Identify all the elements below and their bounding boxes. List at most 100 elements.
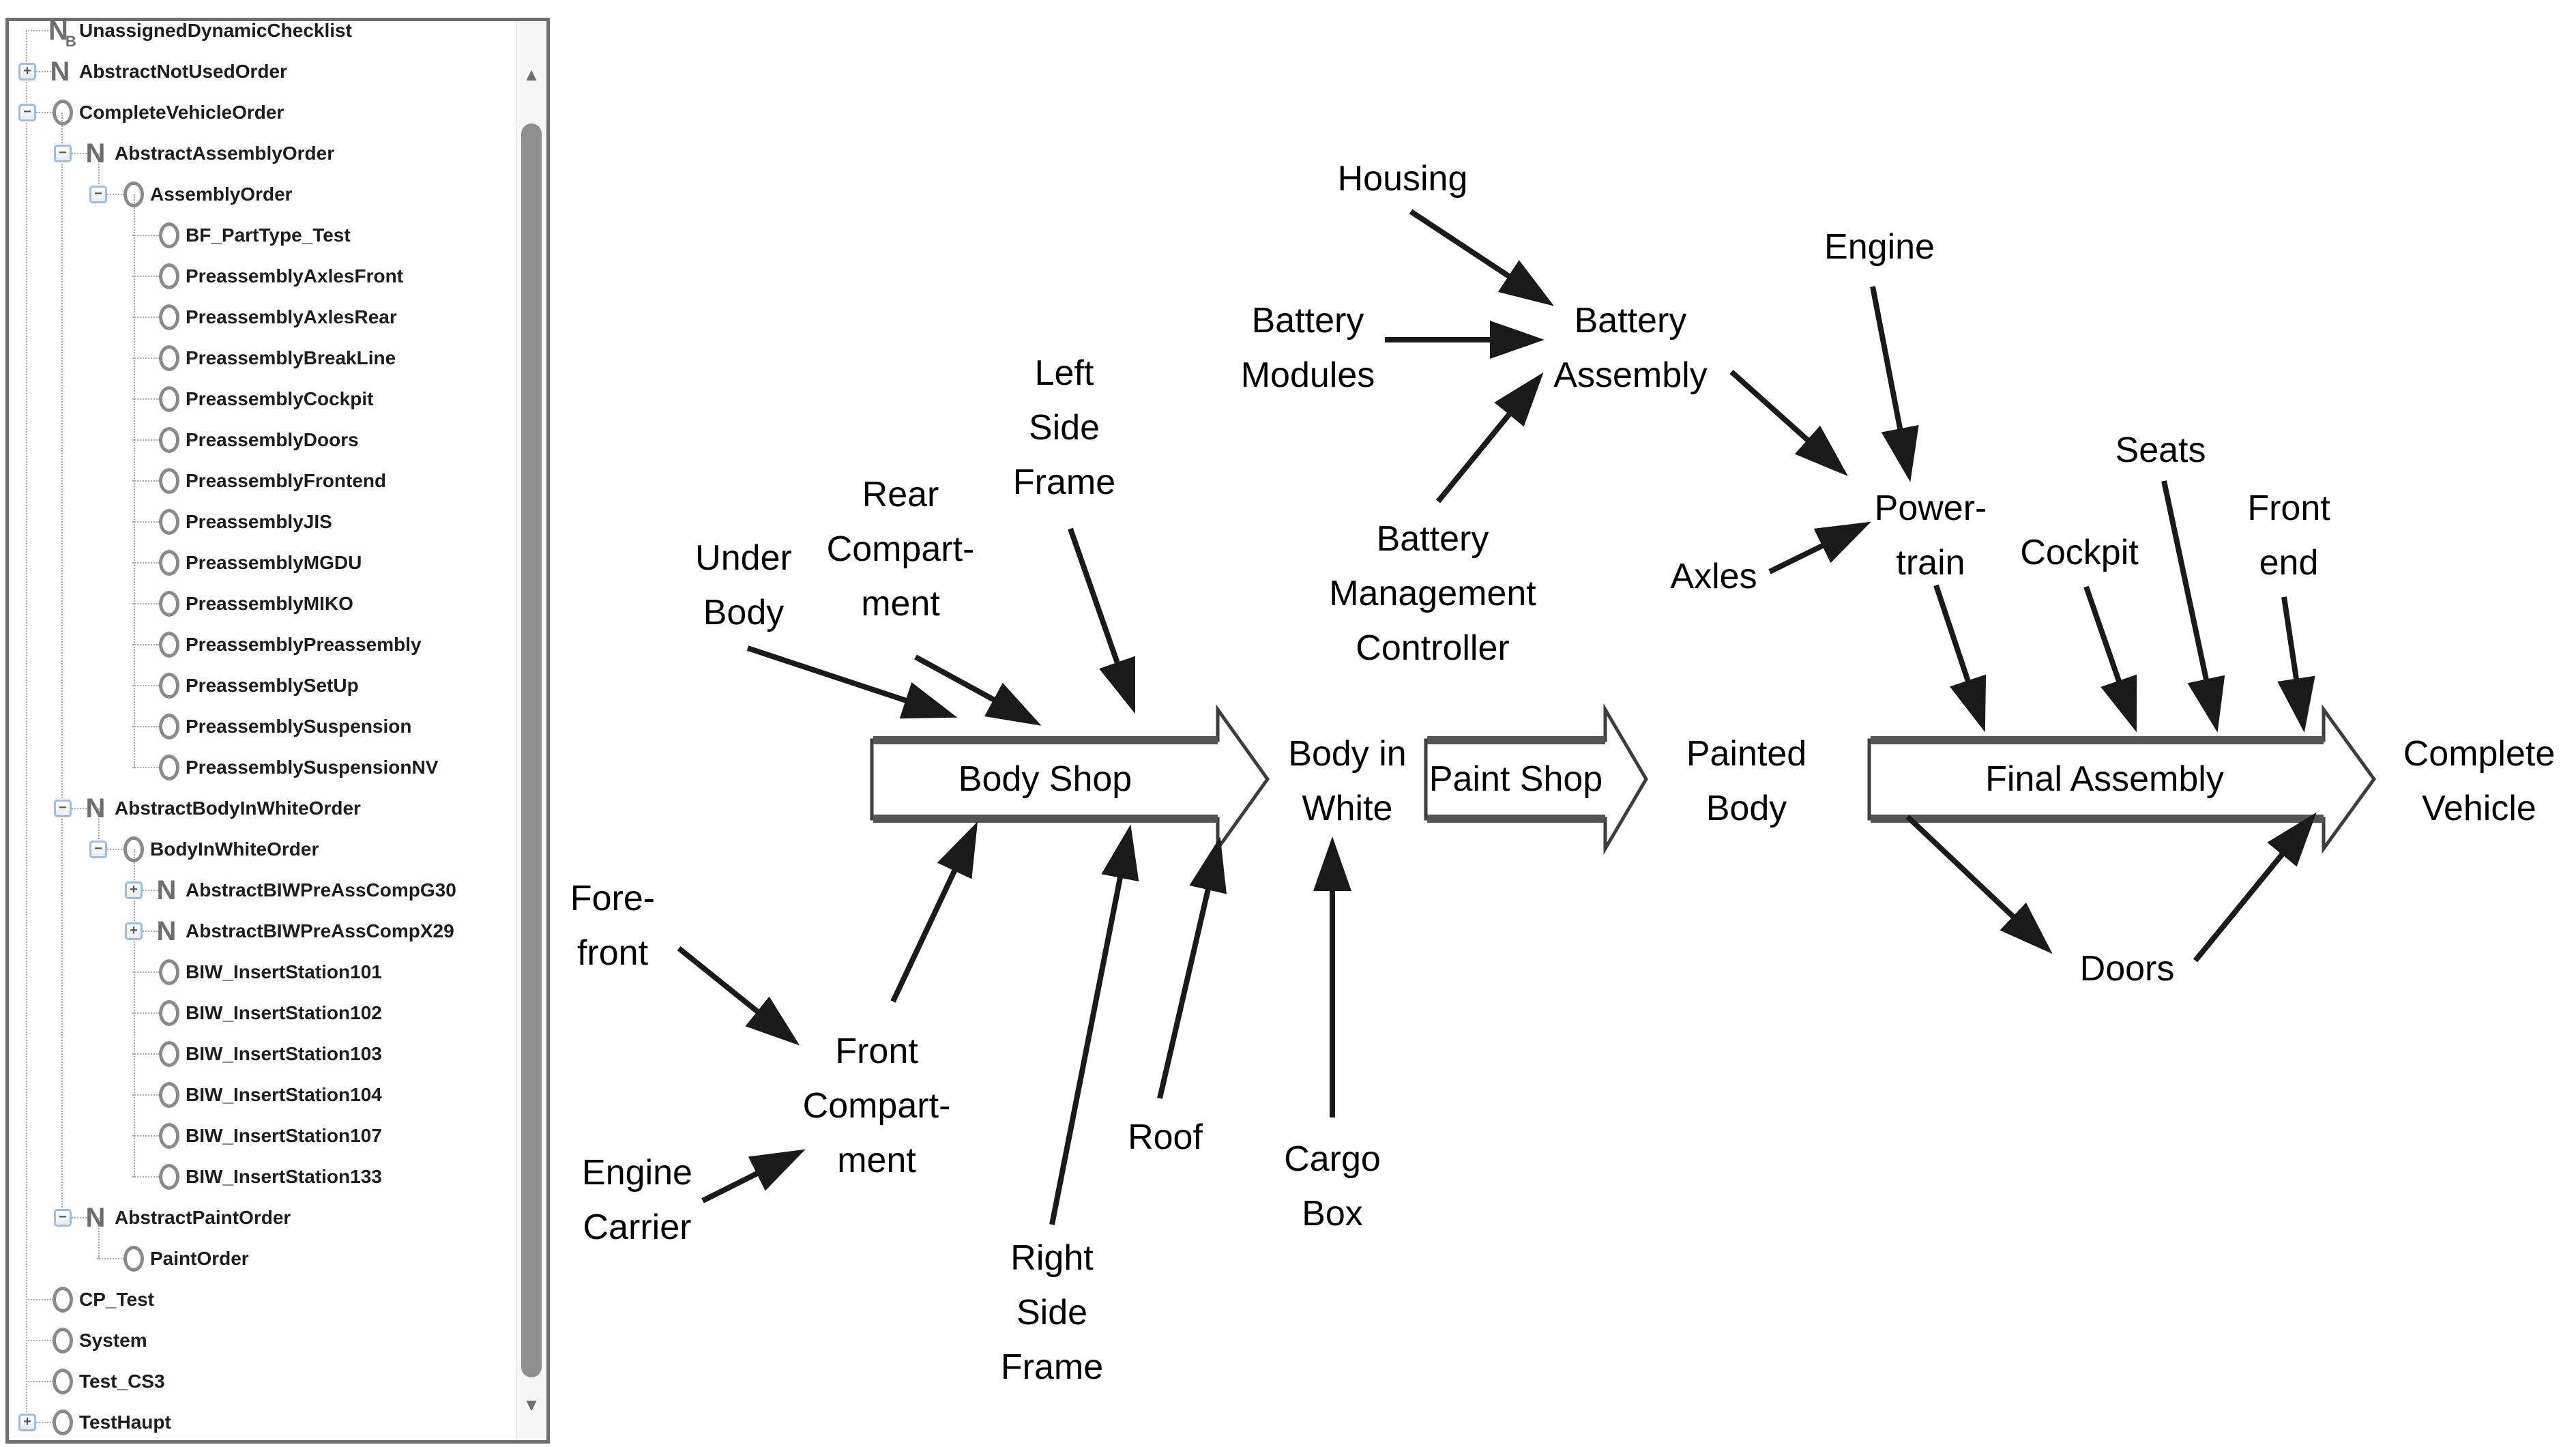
tree-row[interactable]: BIW_InsertStation107 — [9, 1115, 517, 1156]
tree-row-connector — [132, 521, 160, 523]
tree-item-label: BIW_InsertStation103 — [186, 1043, 382, 1064]
tree-item-label: PreassemblyMGDU — [186, 552, 362, 573]
tree-item-icon — [159, 1082, 179, 1108]
tree-row[interactable]: PaintOrder — [9, 1238, 517, 1279]
tree-row[interactable]: + N AbstractBIWPreAssCompG30 — [9, 870, 517, 911]
body-shop-block-arrow — [870, 704, 1270, 854]
tree-row[interactable]: − BodyInWhiteOrder — [9, 829, 517, 870]
tree-row-connector — [26, 1422, 53, 1423]
tree-row[interactable]: System — [9, 1320, 517, 1361]
tree-item-icon — [159, 222, 179, 248]
tree-row[interactable]: PreassemblyDoors — [9, 420, 517, 461]
tree-item-icon: N — [50, 57, 70, 87]
tree-row[interactable]: + N AbstractBIWPreAssCompX29 — [9, 911, 517, 952]
tree-row-connector — [97, 1258, 124, 1259]
tree-row-connector — [132, 562, 160, 564]
label-battery-assembly: Battery Assembly — [1553, 301, 1708, 395]
tree-expander[interactable]: + — [18, 1414, 36, 1431]
tree-row[interactable]: BIW_InsertStation103 — [9, 1034, 517, 1075]
tree-row-connector — [132, 971, 160, 973]
tree-row[interactable]: PreassemblySuspensionNV — [9, 747, 517, 788]
tree-expander[interactable]: + — [125, 881, 143, 899]
tree-row[interactable]: + TestHaupt — [9, 1402, 517, 1443]
tree-item-label: TestHaupt — [79, 1412, 171, 1433]
tree-item-label: BodyInWhiteOrder — [150, 838, 319, 860]
tree-item-label: AbstractPaintOrder — [115, 1207, 291, 1228]
scroll-down-icon[interactable]: ▼ — [523, 1394, 540, 1415]
tree-item-icon — [159, 427, 179, 453]
tree-row[interactable]: PreassemblySuspension — [9, 706, 517, 747]
tree-row-connector — [132, 685, 160, 686]
tree-row[interactable]: PreassemblyMIKO — [9, 583, 517, 624]
tree-item-icon — [159, 345, 179, 371]
tree-row-connector — [26, 30, 53, 31]
tree-row[interactable]: BF_PartType_Test — [9, 215, 517, 256]
tree-scrollbar[interactable]: ▲ ▼ — [516, 21, 546, 1440]
tree-row[interactable]: PreassemblyJIS — [9, 501, 517, 542]
tree-expander[interactable]: − — [54, 800, 72, 817]
label-battery-modules: Battery Modules — [1240, 301, 1375, 395]
tree-row[interactable]: PreassemblySetUp — [9, 665, 517, 706]
tree-row[interactable]: BIW_InsertStation101 — [9, 952, 517, 993]
arrow-powertrain-to-final-assembly — [1933, 584, 1987, 733]
tree-item-label: AbstractBodyInWhiteOrder — [115, 798, 361, 819]
tree-row-connector — [132, 357, 160, 359]
label-right-side-frame: Right Side Frame — [1000, 1238, 1104, 1387]
tree-expander[interactable]: − — [89, 186, 107, 203]
tree-row[interactable]: NB UnassignedDynamicChecklist — [9, 10, 517, 51]
tree-row[interactable]: PreassemblyBreakLine — [9, 338, 517, 379]
tree-expander[interactable]: − — [18, 104, 36, 121]
tree-item-label: System — [79, 1330, 147, 1351]
tree-item-label: BIW_InsertStation102 — [186, 1002, 382, 1023]
scrollbar-thumb[interactable] — [521, 123, 542, 1377]
label-battery-management: Battery Management Controller — [1329, 519, 1536, 668]
tree-item-icon — [159, 550, 179, 576]
tree-item-icon — [159, 1123, 179, 1149]
arrow-battery-management-to-battery-assembly — [1435, 372, 1544, 503]
tree-row[interactable]: PreassemblyAxlesRear — [9, 297, 517, 338]
tree-row[interactable]: BIW_InsertStation133 — [9, 1156, 517, 1197]
tree-row[interactable]: PreassemblyCockpit — [9, 379, 517, 420]
tree-item-label: PreassemblyAxlesFront — [186, 265, 404, 287]
tree-row-connector — [132, 398, 160, 400]
tree-row[interactable]: PreassemblyMGDU — [9, 542, 517, 583]
tree-row[interactable]: Test_CS3 — [9, 1361, 517, 1402]
scroll-up-icon[interactable]: ▲ — [523, 64, 540, 85]
tree-item-label: AbstractAssemblyOrder — [115, 143, 335, 164]
tree-row[interactable]: − N AbstractPaintOrder — [9, 1197, 517, 1238]
arrow-seats-to-final-assembly — [2161, 480, 2225, 733]
label-seats: Seats — [2115, 430, 2206, 470]
arrow-rear-compartment-to-body-shop — [914, 654, 1042, 726]
tree-row[interactable]: + N AbstractNotUsedOrder — [9, 51, 517, 92]
tree-row[interactable]: − CompleteVehicleOrder — [9, 92, 517, 133]
tree-expander[interactable]: + — [18, 63, 36, 81]
tree-row[interactable]: PreassemblyAxlesFront — [9, 256, 517, 297]
arrow-final-assembly-to-doors — [1905, 815, 2053, 954]
arrow-cockpit-to-final-assembly — [2083, 585, 2137, 733]
tree-item-icon — [123, 836, 144, 862]
tree-item-icon — [53, 1328, 73, 1354]
tree-item-label: AbstractBIWPreAssCompG30 — [186, 879, 456, 901]
tree-row-connector — [132, 1135, 160, 1137]
tree-row[interactable]: − N AbstractBodyInWhiteOrder — [9, 788, 517, 829]
tree-expander[interactable]: − — [54, 1209, 72, 1227]
tree-row-connector — [132, 1176, 160, 1178]
tree-row[interactable]: BIW_InsertStation102 — [9, 993, 517, 1034]
tree-row-connector — [132, 767, 160, 768]
tree-item-label: BF_PartType_Test — [186, 224, 351, 246]
arrow-left-side-frame-to-body-shop — [1068, 527, 1135, 714]
tree-expander[interactable]: + — [125, 922, 143, 940]
tree-item-icon — [123, 1246, 144, 1272]
tree-row[interactable]: CP_Test — [9, 1279, 517, 1320]
tree-row-connector — [132, 1094, 160, 1096]
tree-expander[interactable]: − — [54, 145, 72, 162]
tree-row[interactable]: PreassemblyPreassembly — [9, 624, 517, 665]
tree-row[interactable]: − AssemblyOrder — [9, 174, 517, 215]
tree-row[interactable]: PreassemblyFrontend — [9, 461, 517, 501]
tree-row-connector — [132, 235, 160, 236]
tree-row-connector — [61, 808, 89, 809]
tree-row[interactable]: − N AbstractAssemblyOrder — [9, 133, 517, 174]
tree-expander[interactable]: − — [89, 841, 107, 858]
tree-row-connector — [61, 1217, 89, 1218]
tree-row[interactable]: BIW_InsertStation104 — [9, 1075, 517, 1115]
